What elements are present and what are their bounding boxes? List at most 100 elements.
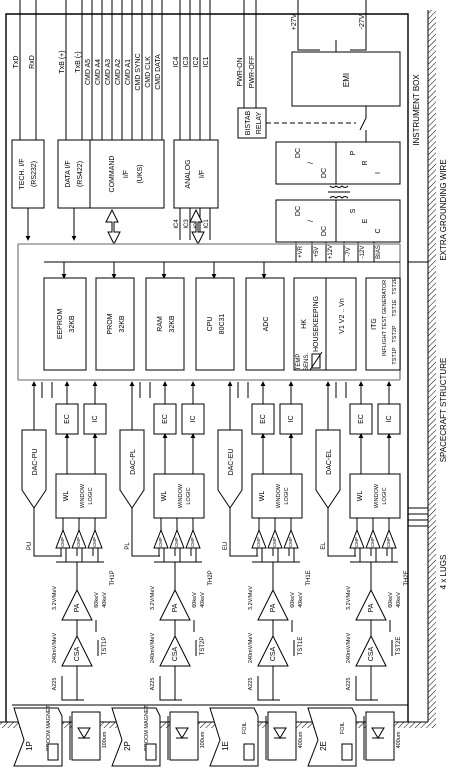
ec-label: EC	[260, 414, 267, 424]
signal-cmd-data: CMD DATA	[155, 54, 162, 90]
cmp-label: CMP	[174, 537, 179, 547]
analog-pin-ic3: IC3	[184, 219, 190, 229]
bias-line	[159, 676, 182, 701]
signal-ic2: IC2	[193, 56, 200, 67]
sensor-label: BROOM MAGNET	[144, 704, 150, 750]
hk-voltages: V1 V2 .. Vn	[339, 298, 346, 334]
sensor-chip	[243, 743, 255, 761]
spacecraft-structure-label: SPACECRAFT STRUCTURE	[439, 358, 448, 463]
diode-icon	[273, 727, 287, 739]
comparator-icon	[169, 528, 185, 549]
temp-sens-label: SENS.	[304, 353, 310, 371]
dcdc-p-dc1: DC	[295, 148, 302, 158]
itg-box	[365, 277, 401, 371]
comparator-icon	[381, 528, 397, 549]
sensor-label: BROOM MAGNET	[46, 704, 52, 750]
eeprom-size: 32KB	[69, 315, 76, 332]
dac-tap-line	[229, 508, 258, 557]
instrument-box-label: INSTRUMENT BOX	[412, 74, 421, 146]
dac-label: DAC-PL	[130, 449, 137, 475]
ram-label: RAM	[157, 316, 164, 332]
dcdc-s-slash: /	[308, 220, 315, 222]
signal-cmd-a5: CMD A5	[85, 59, 92, 85]
itg-long-label: INFLIGHT TEST GENERATOR	[382, 280, 388, 356]
tech-if-sub: (RS232)	[31, 161, 38, 187]
signal-ic1: IC1	[203, 56, 210, 67]
comparator-icon	[153, 528, 169, 549]
itg-out-tst1p: TST1P	[392, 347, 398, 364]
dac-tap-line	[33, 508, 62, 557]
cmp-label: CMP	[386, 537, 391, 547]
signal-pwr-on: PWR-ON	[237, 57, 244, 86]
dac-label: DAC-EL	[326, 449, 333, 475]
wl-label: WL	[63, 491, 70, 502]
memory-bus-arrows	[44, 261, 400, 279]
signal-txb-plus: TxB (+)	[59, 50, 66, 73]
instrument-box-outline	[5, 13, 409, 722]
sensor-chip	[145, 743, 157, 761]
tst-label: TST1E	[298, 637, 304, 656]
ic-label: IC	[190, 416, 197, 423]
eeprom-label: EEPROM	[57, 309, 64, 340]
signal-pwr-off: PWR-OFF	[249, 56, 256, 89]
detector-diode-box	[169, 711, 199, 761]
hk-label: HK	[301, 319, 308, 329]
comparator-icon	[87, 528, 103, 549]
detector-label: 1E	[221, 741, 230, 751]
dcdc-secondary-box	[275, 199, 401, 243]
detector-label: 2E	[319, 741, 328, 751]
tap-label: PL	[125, 542, 131, 550]
threshold-40-label: 40keV	[298, 592, 304, 608]
rail-vr: +VR	[298, 245, 304, 258]
detector-diode-box	[365, 711, 395, 761]
data-if-sub: (RS422)	[77, 161, 84, 187]
rail-12v: +12V	[328, 245, 334, 259]
csa-label: CSA	[172, 646, 179, 661]
logic-label: LOGIC	[284, 487, 290, 504]
cmp-label: CMP	[60, 537, 65, 547]
dac-tap-line	[327, 508, 356, 557]
cpu-model: 80C31	[219, 314, 226, 335]
itg-label: ITG	[371, 318, 378, 330]
dac-block	[315, 429, 341, 509]
tech-if-title: TECH. I/F	[19, 158, 26, 189]
detector-label: 2P	[123, 741, 132, 751]
dac-block	[119, 429, 145, 509]
ram-box	[145, 277, 185, 371]
threshold-60-label: 60keV	[192, 592, 198, 608]
signal-ic4: IC4	[173, 56, 180, 67]
bias-line	[257, 676, 280, 701]
cmp-label: CMP	[92, 537, 97, 547]
logic-label: LOGIC	[382, 487, 388, 504]
signal-txd: TxD	[13, 56, 20, 69]
tap-label: PU	[27, 542, 33, 550]
relay-line2: RELAY	[256, 111, 263, 134]
bias-label: A225	[346, 678, 352, 691]
emi-filter-box	[291, 51, 401, 107]
analog-pin-ic4: IC4	[174, 219, 180, 229]
threshold-40-label: 40keV	[102, 592, 108, 608]
csa-label: CSA	[270, 646, 277, 661]
dac-label: DAC-EU	[228, 449, 235, 476]
dcdc-p-dc2: DC	[321, 168, 328, 178]
threshold-40-label: 40keV	[200, 592, 206, 608]
cmp-label: CMP	[158, 537, 163, 547]
dac-tap-line	[131, 508, 160, 557]
cpu-label: CPU	[207, 317, 214, 332]
diode-icon	[77, 727, 91, 739]
command-if-box	[89, 139, 165, 209]
cmp-label: CMP	[190, 537, 195, 547]
signal-ic3: IC3	[183, 56, 190, 67]
window-label: WINDOW	[276, 483, 282, 508]
command-if-mid: I/F	[123, 170, 130, 178]
th-label: TH2P	[208, 570, 214, 585]
adc-box	[245, 277, 285, 371]
prom-label: PROM	[107, 313, 114, 334]
comparator-icon	[55, 528, 71, 549]
